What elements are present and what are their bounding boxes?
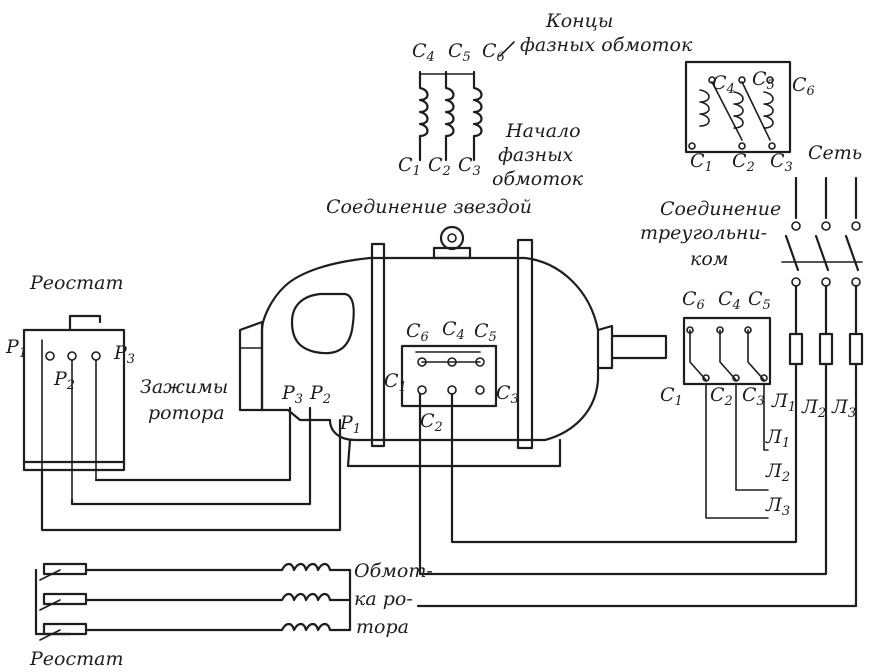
rotor-clamp-wires (40, 406, 342, 532)
star-start-c3: C3 (458, 154, 481, 179)
star-end-c6: C6 (482, 40, 505, 65)
star-end-c5: C5 (448, 40, 471, 65)
rotor-clamp-p2: P2 (310, 382, 332, 407)
motor-box-c3: C3 (496, 382, 519, 407)
delta-bottom-c3: C3 (770, 150, 793, 175)
side-line-l3: Л3 (766, 494, 791, 519)
star-end-c4: C4 (412, 40, 435, 65)
label-obmotka-2: ка ро- (354, 588, 413, 610)
right-box-c6: C6 (682, 288, 705, 313)
net-line-l1: Л1 (772, 390, 797, 415)
delta-windings (684, 60, 792, 154)
label-reostat-top: Реостат (30, 272, 124, 294)
rheostat-bottom (34, 562, 88, 641)
motor-body (238, 225, 668, 468)
net-line-l3: Л3 (832, 396, 857, 421)
rotor-clamp-p1: P1 (340, 412, 362, 437)
label-obmotok: обмоток (492, 168, 584, 190)
motor-box-c4: C4 (442, 318, 465, 343)
side-line-l1: Л1 (766, 426, 791, 451)
delta-top-c6: C6 (792, 74, 815, 99)
motor-box-c1: C1 (384, 370, 407, 395)
motor-box-c2: C2 (420, 410, 443, 435)
network-switch (416, 176, 864, 608)
rheo-p1: P1 (6, 336, 28, 361)
motor-box-c6: C6 (406, 320, 429, 345)
label-faznyh-obmotok-top: фазных обмоток (520, 34, 693, 56)
star-start-c1: C1 (398, 154, 421, 179)
rheostat-top (22, 314, 126, 501)
label-faznyh: фазных (498, 144, 574, 166)
delta-top-c4: C4 (712, 72, 735, 97)
right-box-c2: C2 (710, 384, 733, 409)
star-windings (418, 41, 515, 162)
delta-bottom-c1: C1 (690, 150, 713, 175)
right-box-c3: C3 (742, 384, 765, 409)
star-start-c2: C2 (428, 154, 451, 179)
rotor-clamp-p3: P3 (282, 382, 304, 407)
label-star: Соединение звездой (326, 196, 533, 218)
delta-network-wires (705, 383, 769, 519)
right-box-c1: C1 (660, 384, 683, 409)
label-obmotka-1: Обмот- (354, 560, 433, 582)
label-obmotka-3: тора (356, 616, 409, 638)
label-set: Сеть (808, 142, 863, 164)
label-zazhimy: Зажимы (140, 376, 229, 398)
rotor-windings (84, 562, 352, 632)
delta-top-c5: C5 (752, 68, 775, 93)
label-konczy: Концы (546, 10, 614, 32)
rheo-p2: P2 (54, 368, 76, 393)
label-delta-3: ком (690, 248, 729, 270)
delta-terminal-box (682, 316, 772, 386)
motor-box-c5: C5 (474, 320, 497, 345)
label-delta-2: треугольни- (640, 222, 768, 244)
label-reostat-bottom: Реостат (30, 648, 124, 670)
right-box-c5: C5 (748, 288, 771, 313)
motor-terminal-box (400, 344, 498, 408)
net-line-l2: Л2 (802, 396, 827, 421)
rheo-p3: P3 (114, 342, 136, 367)
label-rotora: ротора (148, 402, 225, 424)
right-box-c4: C4 (718, 288, 741, 313)
side-line-l2: Л2 (766, 460, 791, 485)
delta-bottom-c2: C2 (732, 150, 755, 175)
label-delta-1: Соединение (660, 198, 782, 220)
label-nachalo: Начало (506, 120, 581, 142)
